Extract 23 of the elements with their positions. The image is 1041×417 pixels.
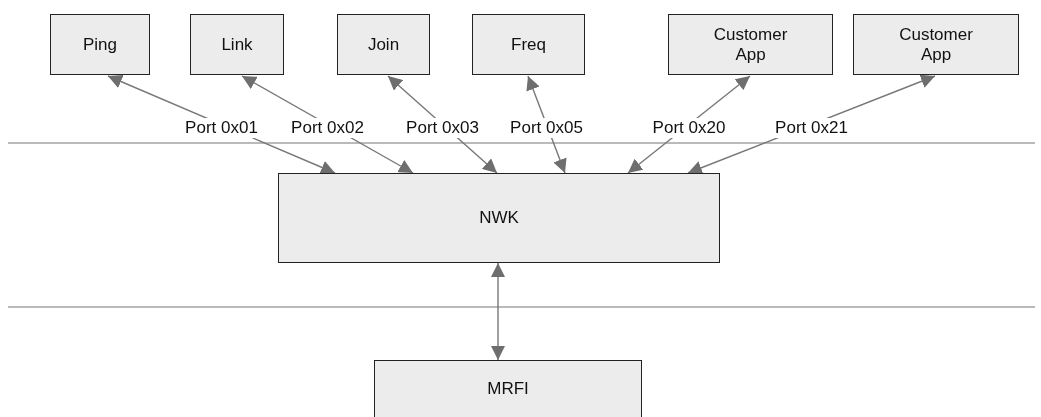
port-label: Port 0x03: [404, 117, 481, 138]
box-label: Customer App: [898, 24, 974, 65]
process-box: [374, 360, 642, 417]
process-box: [278, 173, 720, 263]
box-label: MRFI: [487, 379, 529, 399]
box-label: Join: [367, 34, 400, 55]
process-box: [668, 14, 833, 75]
box-label: Customer App: [712, 24, 789, 65]
process-box: [190, 14, 284, 75]
port-label: Port 0x21: [773, 117, 850, 138]
process-box: [853, 14, 1019, 75]
port-label: Port 0x05: [508, 117, 585, 138]
port-label: Port 0x20: [650, 117, 728, 138]
box-label: Freq: [511, 34, 546, 55]
double-arrow: [491, 262, 505, 361]
port-label: Port 0x01: [183, 117, 260, 138]
port-label: Port 0x02: [289, 117, 366, 138]
box-label: NWK: [479, 208, 519, 228]
box-label: Ping: [83, 34, 117, 55]
process-box: [472, 14, 585, 75]
process-box: [50, 14, 150, 75]
process-box: [337, 14, 430, 75]
box-label: Link: [221, 34, 253, 55]
